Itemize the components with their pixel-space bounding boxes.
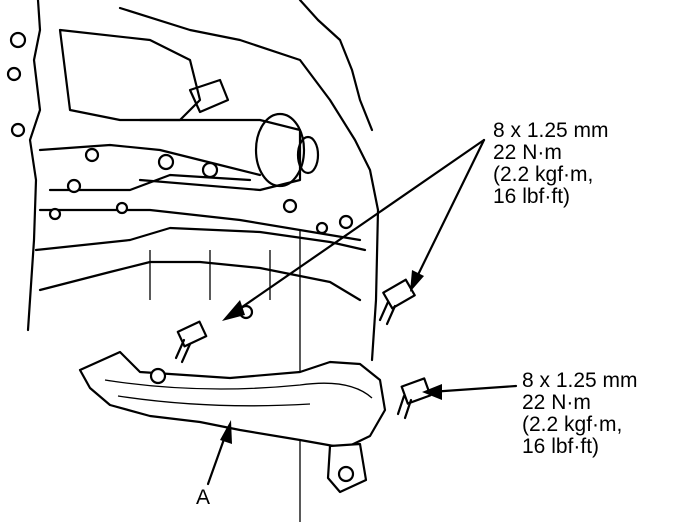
torque-kgfm-label: (2.2 kgf·m, <box>493 163 594 186</box>
bolt-size-label: 8 x 1.25 mm <box>493 119 609 142</box>
torque-nm-label: 22 N·m <box>493 141 562 164</box>
bolt-icon <box>174 278 432 420</box>
torque-kgfm-label: (2.2 kgf·m, <box>522 413 623 436</box>
torque-lbfft-label: 16 lbf·ft) <box>522 435 600 458</box>
part-label-a: A <box>196 486 211 509</box>
torque-lbfft-label: 16 lbf·ft) <box>493 185 571 208</box>
torque-spec-upper: 8 x 1.25 mm 22 N·m (2.2 kgf·m, 16 lbf·ft… <box>493 120 609 208</box>
torque-nm-label: 22 N·m <box>522 391 591 414</box>
torque-spec-lower: 8 x 1.25 mm 22 N·m (2.2 kgf·m, 16 lbf·ft… <box>522 370 638 458</box>
arrow-icon <box>206 138 518 486</box>
splash-shield-icon <box>78 350 387 494</box>
bolt-size-label: 8 x 1.25 mm <box>522 369 638 392</box>
